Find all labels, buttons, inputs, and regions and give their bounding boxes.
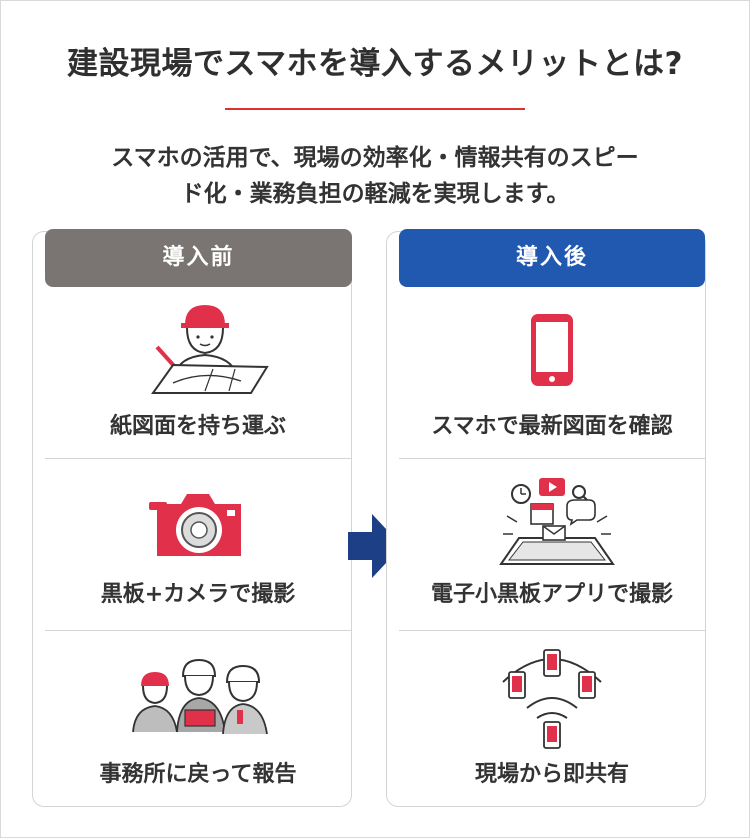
smartphone-icon xyxy=(531,314,573,386)
camera-icon xyxy=(149,494,241,556)
after-divider-2 xyxy=(399,630,705,631)
before-item-report-label: 事務所に戻って報告 xyxy=(99,762,297,787)
after-item-app-label: 電子小黒板アプリで撮影 xyxy=(430,582,673,607)
before-divider-2 xyxy=(45,630,351,631)
lead-line-2: ド化・業務負担の軽減を実現します。 xyxy=(180,181,570,207)
workers-meeting-icon xyxy=(132,658,268,735)
worker-drawing-icon xyxy=(151,305,269,394)
after-item-phone-label: スマホで最新図面を確認 xyxy=(431,414,673,439)
before-divider-1 xyxy=(45,458,351,459)
page-title: 建設現場でスマホを導入するメリットとは? xyxy=(66,46,684,82)
tablet-apps-icon xyxy=(499,478,615,565)
after-divider-1 xyxy=(399,458,705,459)
after-item-share-label: 現場から即共有 xyxy=(474,762,629,787)
before-header: 導入前 xyxy=(45,229,352,287)
before-item-camera-label: 黒板+カメラで撮影 xyxy=(100,582,296,607)
arrow-right-icon xyxy=(348,514,402,578)
before-item-paper-label: 紙図面を持ち運ぶ xyxy=(109,414,286,439)
after-header: 導入後 xyxy=(399,229,705,287)
title-underline xyxy=(225,108,525,110)
share-phones-icon xyxy=(502,649,602,749)
lead-text: スマホの活用で、現場の効率化・情報共有のスピー ド化・業務負担の軽減を実現します… xyxy=(20,140,730,212)
lead-line-1: スマホの活用で、現場の効率化・情報共有のスピー xyxy=(111,145,639,171)
